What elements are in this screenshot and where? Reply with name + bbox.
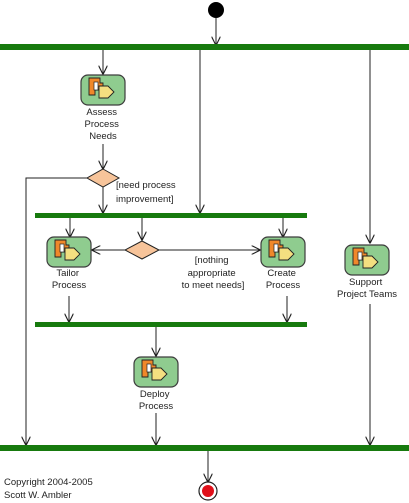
- svg-text:Support Project Teams: Support Project Teams: [337, 277, 397, 300]
- fork-bar-top: [0, 44, 409, 50]
- activity-label-line: Needs: [89, 131, 117, 142]
- activity-support: Support Project Teams: [337, 244, 397, 300]
- initial-node: [208, 2, 224, 18]
- activity-label-line: Deploy: [140, 389, 170, 400]
- activity-label-line: Process: [139, 401, 174, 412]
- svg-text:Deploy Process: Deploy Process: [139, 389, 174, 412]
- guard-need-improvement: [need process improvement]: [116, 180, 178, 205]
- edge-decision-bypass: [26, 177, 87, 445]
- join-bar-lower: [35, 322, 307, 327]
- activity-label-line: Process: [52, 280, 87, 291]
- join-bar-bottom: [0, 445, 409, 451]
- activity-label-line: Process: [266, 280, 301, 291]
- activity-label-line: Assess: [86, 107, 117, 118]
- svg-text:Tailor Process: Tailor Process: [52, 268, 87, 291]
- fork-bar-middle: [35, 213, 307, 218]
- activity-label-line: Project Teams: [337, 289, 397, 300]
- decision-need-improvement: [85, 168, 121, 188]
- decision-nothing-appropriate: [123, 240, 161, 260]
- final-node: [198, 481, 218, 501]
- activity-label-line: Create: [267, 268, 296, 279]
- activity-deploy: Deploy Process: [133, 356, 179, 412]
- activity-label-line: Process: [85, 119, 120, 130]
- activity-assess: Assess Process Needs: [80, 74, 126, 142]
- copyright-text: Copyright 2004-2005 Scott W. Ambler: [4, 477, 95, 501]
- activity-label-line: Tailor: [56, 268, 79, 279]
- guard-nothing-appropriate: [nothing appropriate to meet needs]: [182, 255, 245, 291]
- svg-text:Assess Process Nee: Assess Process Needs: [85, 107, 122, 142]
- activity-create: Create Process: [260, 236, 306, 291]
- activity-tailor: Tailor Process: [46, 236, 92, 291]
- activity-label-line: Support: [349, 277, 383, 288]
- svg-text:Create Process: Create Process: [266, 268, 301, 291]
